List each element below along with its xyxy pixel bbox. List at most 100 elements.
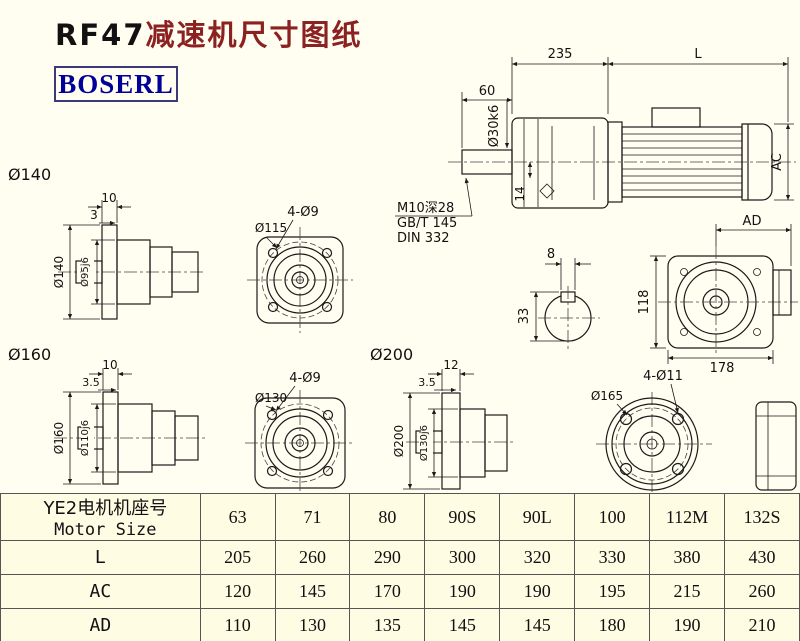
row-label: AC: [0, 574, 201, 609]
flange-160-side-view: Ø160 10 3.5 Ø160: [8, 345, 206, 485]
shaft-end-view: 8 33: [517, 247, 600, 350]
dim-shaft-length: 60: [479, 84, 496, 99]
table-row-motor-sizes: YE2电机机座号 Motor Size 63 71 80 90S 90L 100…: [0, 493, 800, 541]
dim-160-spigot-dia-group: Ø110j6: [79, 403, 116, 473]
dim-140-dia-group: Ø140: [52, 224, 100, 320]
flange-140-side-view: Ø140 10 3 Ø140: [8, 165, 206, 320]
label-160-bolt-holes: 4-Ø9: [289, 371, 320, 386]
dim-160-spigot-depth-group: 3.5: [82, 376, 116, 393]
row-label: L: [0, 540, 201, 575]
dim-rear-height: 118: [637, 290, 652, 315]
dim-AD-group: AD: [715, 214, 792, 266]
bolt-hole: [267, 301, 279, 313]
size-header: 80: [349, 493, 426, 541]
motor-size-header-cn: YE2电机机座号: [43, 498, 168, 519]
terminal-box-side: [772, 269, 792, 316]
table-cell: 120: [199, 574, 276, 609]
section-label-200: Ø200: [370, 345, 413, 364]
dim-160-thickness-group: 10: [89, 358, 132, 390]
dim-200-dia: Ø200: [392, 425, 406, 457]
size-header: 90S: [424, 493, 501, 541]
bolt-hole: [619, 462, 633, 476]
dim-140-spigot-depth-group: 3: [90, 208, 115, 226]
dim-overall-width: 235: [548, 47, 573, 62]
page-title-model: RF47: [55, 18, 146, 52]
motor-fins: [622, 133, 742, 191]
bolt-hole: [266, 409, 278, 421]
table-cell: 330: [574, 540, 651, 575]
table-row-L: L 205 260 290 300 320 330 380 430: [0, 540, 800, 575]
table-cell: 300: [424, 540, 501, 575]
bolt-hole: [322, 465, 334, 477]
table-cell: 290: [349, 540, 426, 575]
table-cell: 260: [723, 574, 800, 609]
label-140-bolt-circle: Ø115: [255, 221, 287, 235]
table-cell: 145: [274, 574, 351, 609]
table-cell: 110: [199, 608, 276, 641]
table-cell: 130: [274, 608, 351, 641]
terminal-box: [651, 107, 701, 128]
page-title-text: 减速机尺寸图纸: [145, 18, 363, 52]
flange-200-side-view: Ø200 12 3.5 Ø200: [370, 345, 514, 490]
brand-logo-text: BOSERL: [58, 68, 174, 99]
motor-body: [607, 107, 773, 203]
dim-160-dia-group: Ø160: [52, 391, 101, 485]
dim-140-thickness-group: 10: [88, 191, 131, 223]
table-cell: 180: [574, 608, 651, 641]
dim-key-width-group: 8: [545, 247, 591, 290]
label-160-bolt-circle: Ø130: [255, 391, 287, 405]
section-label-160: Ø160: [8, 345, 51, 364]
dim-14-group: 14: [513, 162, 533, 202]
technical-drawing: 60 235 L Ø30k6 AC: [8, 47, 798, 492]
row-label: AD: [0, 608, 201, 641]
dim-terminal-AD: AD: [743, 214, 762, 229]
dim-200-spigot-dia-group: Ø130j6: [418, 408, 458, 478]
dim-200-thickness: 12: [443, 358, 458, 372]
bolt-hole: [680, 328, 688, 336]
size-header: 90L: [499, 493, 576, 541]
flange-disc: [441, 392, 461, 490]
dim-178-group: 178: [667, 350, 774, 376]
table-cell: 430: [723, 540, 800, 575]
dim-160-spigot-dia: Ø110j6: [79, 420, 91, 456]
motor-rear-view: AD 118 178: [637, 214, 798, 376]
motor-size-header: YE2电机机座号 Motor Size: [0, 493, 201, 541]
table-cell: 190: [499, 574, 576, 609]
dim-shaft-dia-group: Ø30k6: [487, 100, 510, 148]
table-cell: 205: [199, 540, 276, 575]
dim-200-dia-group: Ø200: [392, 392, 440, 490]
note-standard-din: DIN 332: [397, 231, 450, 246]
size-header: 132S: [723, 493, 800, 541]
table-cell: 210: [723, 608, 800, 641]
bolt-circle: [261, 241, 339, 319]
bolt-hole: [680, 268, 688, 276]
dim-200-thickness-group: 12: [428, 358, 474, 391]
table-cell: 260: [274, 540, 351, 575]
dim-140-spigot-depth: 3: [90, 208, 98, 222]
dim-200-spigot-depth-group: 3.5: [418, 376, 457, 393]
housing-partial-side: [755, 401, 797, 491]
table-cell: 135: [349, 608, 426, 641]
bolt-hole: [321, 247, 333, 259]
size-header: 71: [274, 493, 351, 541]
dim-235-group: 235: [512, 47, 609, 114]
table-row-AC: AC 120 145 170 190 190 195 215 260: [0, 574, 800, 609]
dim-motor-length: L: [694, 47, 702, 62]
dim-AC-group: AC: [770, 123, 794, 201]
oil-plug-symbol: [539, 183, 555, 199]
bolt-hole: [753, 268, 761, 276]
dim-shaft-key-height: 33: [517, 308, 532, 325]
motor-size-header-en: Motor Size: [54, 520, 157, 540]
table-cell: 215: [649, 574, 725, 609]
dim-rear-width: 178: [710, 361, 735, 376]
dim-L-group: L: [608, 47, 789, 122]
table-cell: 145: [499, 608, 576, 641]
size-header: 112M: [649, 493, 725, 541]
dim-key-14: 14: [513, 186, 527, 201]
dim-shaft-dia: Ø30k6: [487, 105, 502, 148]
size-header: 100: [574, 493, 651, 541]
dim-140-spigot-dia-group: Ø95j6: [79, 239, 115, 305]
dim-140-dia: Ø140: [52, 256, 66, 288]
fan-cowl: [741, 123, 773, 201]
